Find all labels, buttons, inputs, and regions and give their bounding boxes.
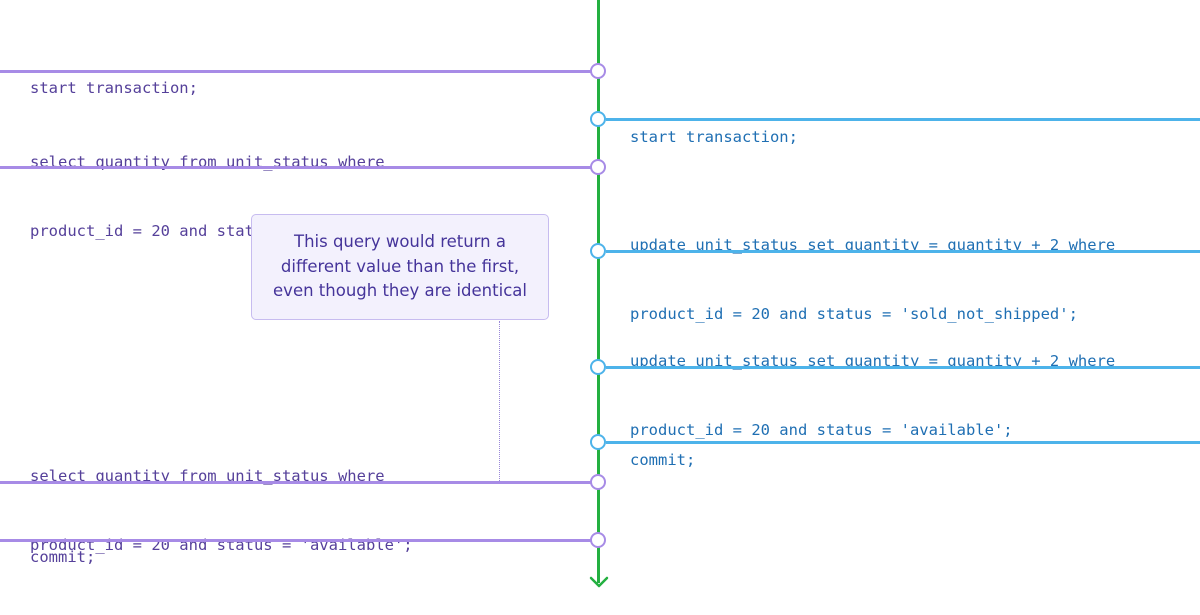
transaction-a-connector (0, 539, 592, 542)
code-line: commit; (30, 548, 96, 566)
code-line: update unit_status set quantity = quanti… (630, 352, 1116, 370)
code-line: commit; (630, 451, 696, 469)
transaction-b-connector (606, 441, 1200, 444)
callout-note: This query would return a different valu… (251, 214, 549, 320)
code-line: select quantity from unit_status where (30, 467, 385, 485)
code-line: select quantity from unit_status where (30, 153, 385, 171)
transaction-a-step-4: commit; (30, 500, 95, 615)
transaction-a-step-1: start transaction; (30, 31, 198, 146)
timeline-node-b (590, 111, 606, 127)
timeline-node-b (590, 359, 606, 375)
time-axis-line (597, 0, 600, 583)
timeline-node-a (590, 474, 606, 490)
timeline-node-a (590, 532, 606, 548)
transaction-a-connector (0, 70, 592, 73)
arrow-down-icon (589, 576, 609, 588)
transaction-a-connector (0, 166, 592, 169)
code-line: product_id = 20 and status = 'sold_not_s… (630, 305, 1078, 323)
transaction-b-step-2: update unit_status set quantity = quanti… (630, 188, 1115, 372)
transaction-b-step-4: commit; (630, 403, 695, 518)
transaction-b-connector (606, 366, 1200, 369)
timeline-node-b (590, 434, 606, 450)
code-line: product_id = 20 and status = 'available'… (630, 421, 1013, 439)
code-line: start transaction; (30, 79, 198, 97)
timeline-node-b (590, 243, 606, 259)
transaction-b-connector (606, 118, 1200, 121)
transaction-b-step-1: start transaction; (630, 80, 798, 195)
callout-text-line: different value than the first, (280, 256, 520, 276)
transaction-b-step-3: update unit_status set quantity = quanti… (630, 304, 1115, 488)
callout-text-line: even though they are identical (273, 281, 527, 301)
transaction-b-connector (606, 250, 1200, 253)
callout-text-line: This query would return a (294, 232, 506, 252)
code-line: start transaction; (630, 128, 798, 146)
timeline-node-a (590, 159, 606, 175)
timeline-node-a (590, 63, 606, 79)
callout-connector (499, 321, 500, 481)
code-line: update unit_status set quantity = quanti… (630, 236, 1116, 254)
transaction-a-step-3: select quantity from unit_status where p… (30, 419, 413, 603)
transaction-a-connector (0, 481, 592, 484)
